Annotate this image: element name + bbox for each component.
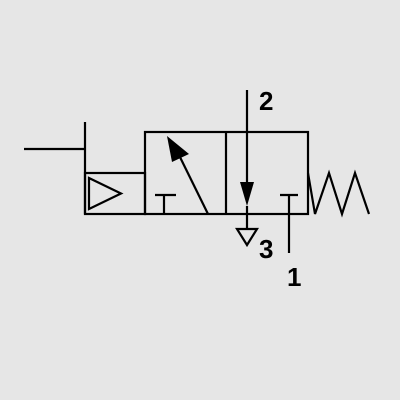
spring-return-icon (306, 169, 371, 218)
port-1-label: 1 (287, 262, 301, 292)
left-flow-arrowhead-icon (167, 136, 189, 162)
pilot-triangle-icon (87, 176, 124, 211)
port-2-label: 2 (259, 86, 273, 116)
right-flow-arrowhead-icon (240, 182, 254, 206)
port-3-label: 3 (259, 234, 273, 264)
left-flow-arrow-shaft (176, 150, 209, 215)
exhaust-triangle-icon (235, 227, 259, 248)
